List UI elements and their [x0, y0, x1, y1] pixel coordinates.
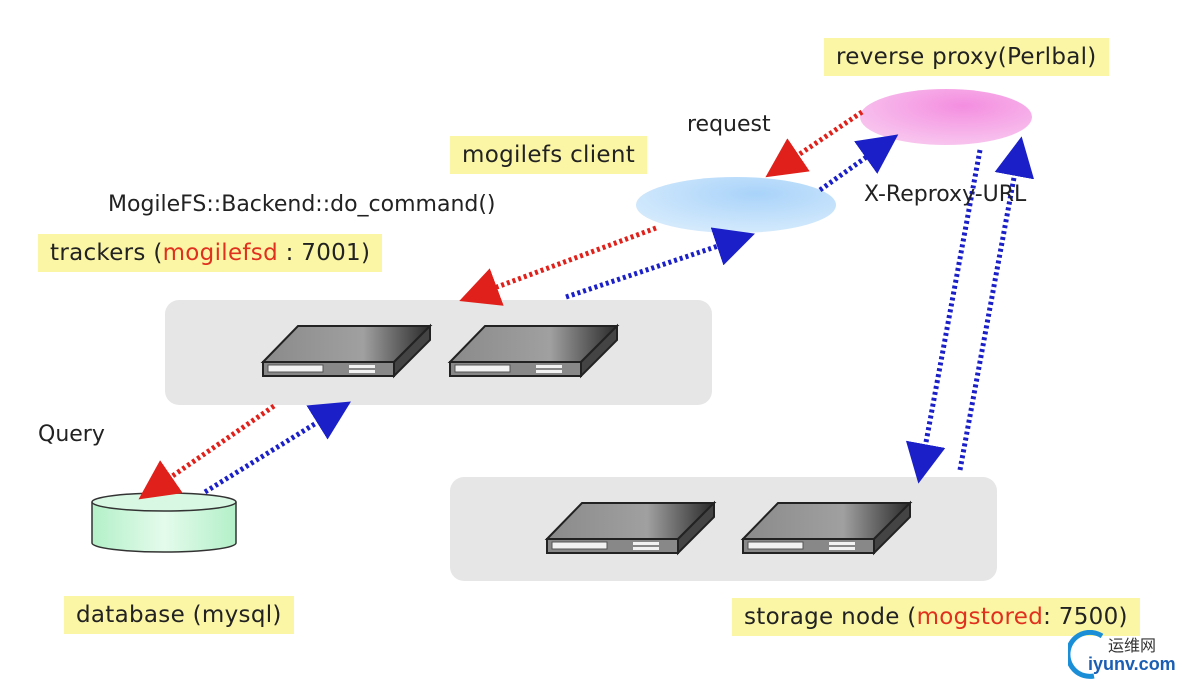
- query-annotation: Query: [38, 422, 105, 447]
- mogilefs-client-node: [636, 177, 836, 233]
- request-annotation: request: [687, 112, 771, 137]
- storage-node-label: storage node (mogstored: 7500): [732, 598, 1140, 636]
- trackers-suffix: : 7001): [277, 240, 371, 266]
- response-arrow-client-to-proxy: [818, 134, 899, 193]
- storage-daemon: mogstored: [916, 604, 1044, 630]
- reproxy-arrow-proxy-to-storage: [905, 149, 983, 484]
- storage-group: [450, 477, 997, 581]
- request-arrow-client-to-trackers: [459, 225, 657, 306]
- backend-call-annotation: MogileFS::Backend::do_command(): [108, 192, 496, 217]
- storage-suffix: : 7500): [1043, 604, 1128, 630]
- watermark-logo: 运维网 iyunv.com: [1068, 630, 1178, 680]
- watermark-cn: 运维网: [1108, 638, 1157, 655]
- response-arrow-trackers-to-client: [565, 227, 755, 300]
- trackers-daemon: mogilefsd: [162, 240, 278, 266]
- trackers-prefix: trackers (: [50, 240, 163, 266]
- watermark-swoosh-icon: [1068, 630, 1104, 679]
- query-arrow-trackers-to-db: [138, 403, 276, 500]
- reproxy-annotation: X-Reproxy-URL: [864, 182, 1027, 207]
- storage-prefix: storage node (: [744, 604, 917, 630]
- response-arrow-db-to-trackers: [203, 401, 351, 495]
- watermark-domain: iyunv.com: [1088, 654, 1176, 674]
- reverse-proxy-label: reverse proxy(Perlbal): [824, 38, 1109, 76]
- reverse-proxy-node: [860, 89, 1032, 145]
- trackers-label: trackers (mogilefsd : 7001): [38, 234, 383, 272]
- request-arrow-proxy-to-client: [765, 109, 864, 178]
- database-icon: [91, 492, 237, 553]
- mogilefs-client-label: mogilefs client: [450, 136, 648, 174]
- trackers-group: [165, 300, 712, 405]
- database-label: database (mysql): [64, 596, 294, 634]
- reproxy-arrow-storage-to-proxy: [957, 136, 1035, 471]
